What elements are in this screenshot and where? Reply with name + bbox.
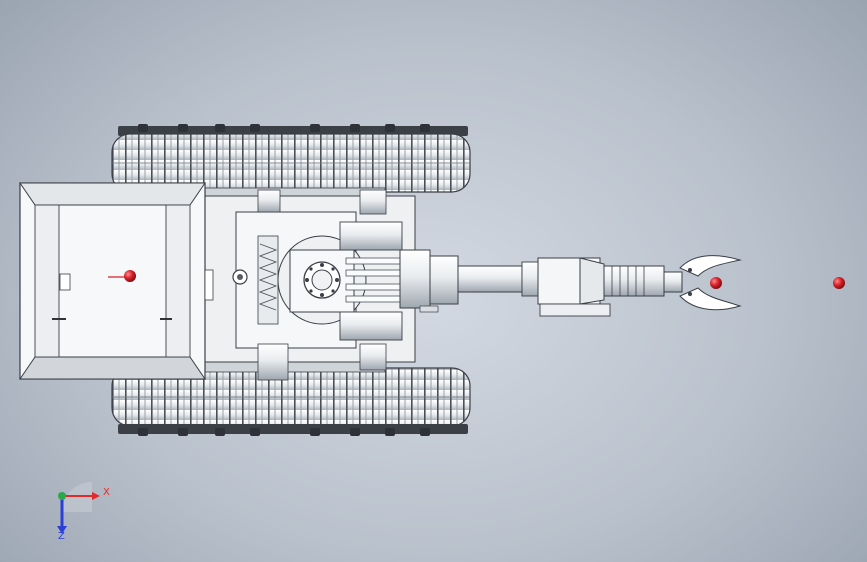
bottom-track <box>111 361 471 436</box>
target-marker <box>833 277 845 289</box>
rear-cargo-box <box>19 182 214 380</box>
x-axis-label: X <box>103 487 110 498</box>
manipulator-arm <box>399 249 742 317</box>
top-track <box>111 124 471 199</box>
axis-triad <box>57 482 100 534</box>
z-axis-label: Z <box>58 531 65 542</box>
chassis-body <box>199 189 416 381</box>
